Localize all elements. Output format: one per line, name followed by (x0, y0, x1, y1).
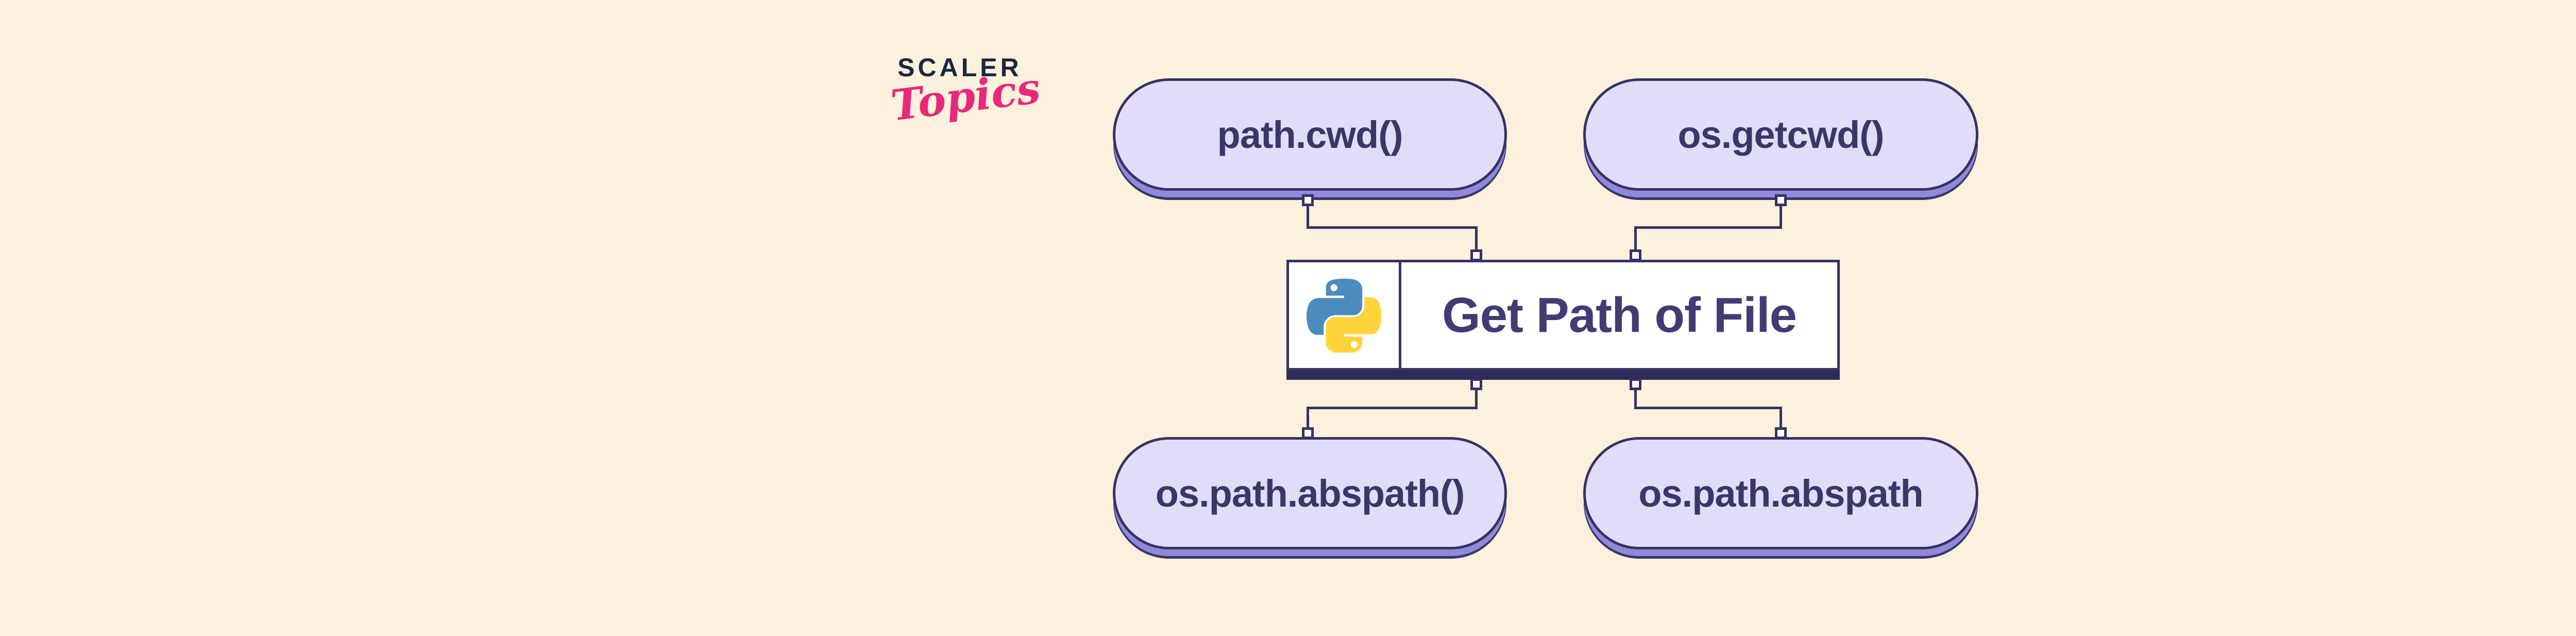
node-label: os.getcwd() (1677, 113, 1884, 156)
scaler-brand-text: SCALER (897, 53, 1022, 82)
connector-top-left-h (1307, 226, 1478, 229)
stub-pill-top-right (1775, 194, 1787, 206)
connector-top-right-v2 (1634, 226, 1637, 261)
connector-top-right-h (1634, 226, 1782, 229)
stub-box-top-right (1630, 249, 1641, 261)
node-label: os.path.abspath() (1155, 472, 1465, 515)
center-title-box: Get Path of File (1286, 260, 1840, 371)
connector-bottom-left-h (1307, 407, 1478, 409)
connector-bottom-right-v1 (1634, 380, 1637, 409)
stub-box-bottom-right (1630, 378, 1641, 390)
node-os-path-abspath-call: os.path.abspath() (1113, 437, 1507, 549)
stub-pill-bottom-left (1302, 427, 1314, 439)
node-label: os.path.abspath (1638, 472, 1923, 515)
connector-bottom-left-v1 (1475, 380, 1478, 409)
connector-bottom-right-h (1634, 407, 1782, 409)
node-label: path.cwd() (1217, 113, 1403, 156)
stub-box-top-left (1470, 249, 1482, 261)
connector-bottom-left-v2 (1307, 407, 1309, 440)
stub-pill-top-left (1302, 194, 1314, 206)
node-path-cwd: path.cwd() (1113, 78, 1507, 191)
stub-pill-bottom-right (1775, 427, 1787, 439)
connector-top-left-v1 (1307, 196, 1309, 229)
stub-box-bottom-left (1470, 378, 1482, 390)
node-os-path-abspath: os.path.abspath (1583, 437, 1978, 549)
connector-bottom-right-v2 (1780, 407, 1782, 440)
python-logo-cell (1289, 262, 1401, 368)
python-logo-icon (1307, 278, 1381, 353)
connector-top-left-v2 (1475, 226, 1478, 261)
connector-top-right-v1 (1780, 196, 1782, 229)
diagram-title: Get Path of File (1442, 287, 1797, 343)
node-os-getcwd: os.getcwd() (1583, 78, 1978, 191)
title-cell: Get Path of File (1401, 262, 1837, 368)
